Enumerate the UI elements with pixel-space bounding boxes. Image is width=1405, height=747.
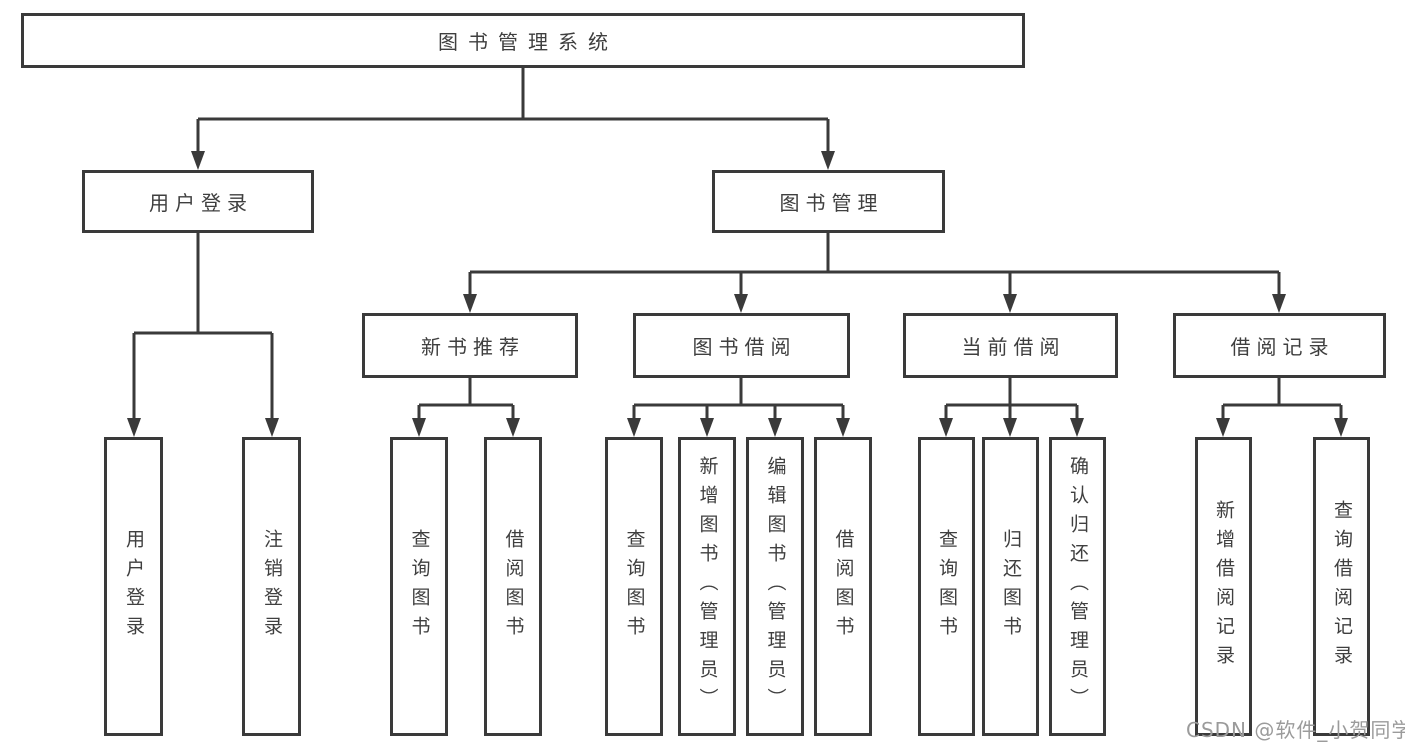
- node-book-borrowing: 图书借阅: [633, 313, 850, 378]
- leaf-query-books-current-label: 查询图书: [936, 528, 958, 645]
- leaf-query-books-current: 查询图书: [918, 437, 975, 736]
- leaf-borrow-books-label: 借阅图书: [832, 528, 855, 645]
- leaf-logout: 注销登录: [242, 437, 301, 736]
- leaf-confirm-return-admin-label: 确认归还（管理员）: [1067, 456, 1089, 717]
- leaf-edit-books-admin: 编辑图书（管理员）: [746, 437, 804, 736]
- leaf-borrow-books: 借阅图书: [814, 437, 872, 736]
- node-borrowing-records: 借阅记录: [1173, 313, 1386, 378]
- leaf-logout-label: 注销登录: [261, 528, 283, 645]
- leaf-borrow-books-recommendation-label: 借阅图书: [502, 528, 525, 645]
- leaf-query-books-borrowing-label: 查询图书: [623, 528, 646, 645]
- leaf-add-borrowing-record-label: 新增借阅记录: [1213, 499, 1235, 674]
- node-current-borrowing: 当前借阅: [903, 313, 1118, 378]
- leaf-edit-books-admin-label: 编辑图书（管理员）: [764, 456, 787, 717]
- leaf-query-books-recommendation: 查询图书: [390, 437, 448, 736]
- leaf-query-borrowing-record-label: 查询借阅记录: [1331, 499, 1353, 674]
- leaf-confirm-return-admin: 确认归还（管理员）: [1049, 437, 1106, 736]
- node-library-management-system: 图书管理系统: [21, 13, 1025, 68]
- leaf-borrow-books-recommendation: 借阅图书: [484, 437, 542, 736]
- leaf-query-books-borrowing: 查询图书: [605, 437, 663, 736]
- leaf-return-books-label: 归还图书: [1000, 528, 1022, 645]
- node-user-login: 用户登录: [82, 170, 314, 233]
- leaf-query-borrowing-record: 查询借阅记录: [1313, 437, 1370, 736]
- node-new-book-recommendation: 新书推荐: [362, 313, 578, 378]
- leaf-add-borrowing-record: 新增借阅记录: [1195, 437, 1252, 736]
- csdn-watermark: CSDN @软件_小贺同学: [1186, 718, 1405, 742]
- leaf-add-books-admin: 新增图书（管理员）: [678, 437, 736, 736]
- node-book-management: 图书管理: [712, 170, 945, 233]
- leaf-return-books: 归还图书: [982, 437, 1039, 736]
- leaf-user-login: 用户登录: [104, 437, 163, 736]
- leaf-user-login-label: 用户登录: [123, 528, 145, 645]
- leaf-query-books-recommendation-label: 查询图书: [408, 528, 431, 645]
- leaf-add-books-admin-label: 新增图书（管理员）: [696, 456, 719, 717]
